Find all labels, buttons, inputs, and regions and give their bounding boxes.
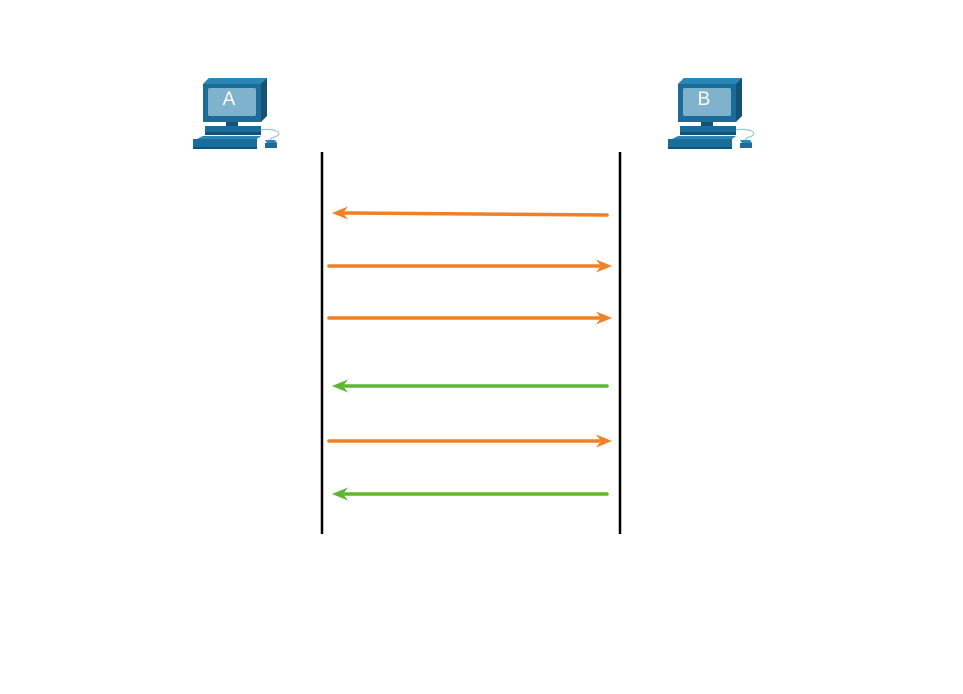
desktop-computer-icon xyxy=(667,77,755,150)
message-arrow-6-b-to-a xyxy=(332,487,609,501)
desktop-computer-icon xyxy=(192,77,280,150)
message-arrow-1-b-to-a xyxy=(332,206,609,220)
message-arrow-4-b-to-a xyxy=(332,379,609,393)
arrowhead xyxy=(332,487,348,501)
arrowhead xyxy=(332,379,348,393)
arrowhead xyxy=(596,311,612,325)
host-right: B xyxy=(667,77,755,150)
host-label-right: B xyxy=(698,89,711,110)
host-label-left: A xyxy=(223,89,236,110)
message-arrow-3-a-to-b xyxy=(327,311,612,325)
message-arrow-5-a-to-b xyxy=(327,434,612,448)
message-arrow-2-a-to-b xyxy=(327,259,612,273)
arrowhead xyxy=(596,259,612,273)
host-left: A xyxy=(192,77,280,150)
arrowhead xyxy=(332,206,348,220)
arrowhead xyxy=(596,434,612,448)
